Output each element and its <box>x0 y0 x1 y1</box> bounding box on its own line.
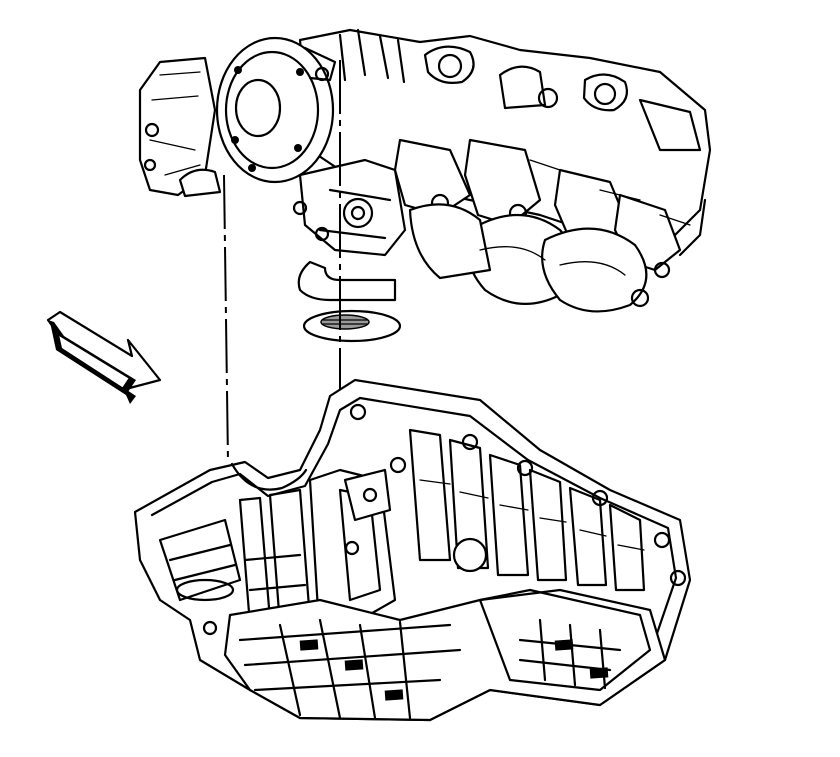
alignment-guides <box>223 60 341 560</box>
direction-arrow-icon <box>46 310 162 404</box>
engine-block <box>138 28 712 343</box>
crankshaft-flange <box>215 36 337 184</box>
oil-pan <box>133 378 692 722</box>
